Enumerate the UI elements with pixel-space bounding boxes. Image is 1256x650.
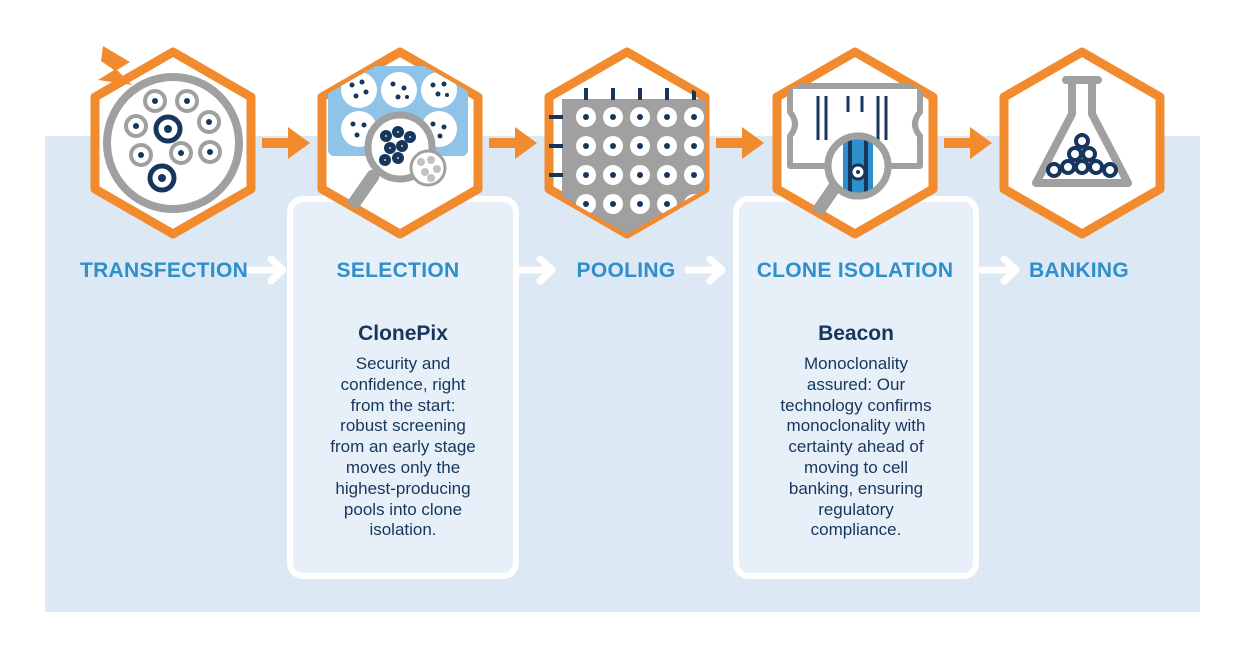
connector-arrow: [944, 127, 992, 159]
stage-label-clone-isolation: CLONE ISOLATION: [756, 259, 954, 282]
clonepix-title: ClonePix: [358, 322, 448, 345]
magnifier-over-chip-icon: [772, 47, 938, 239]
label-arrow: [978, 255, 1020, 285]
stage-label-pooling: POOLING: [576, 259, 676, 282]
stage-label-transfection: TRANSFECTION: [79, 259, 249, 282]
beacon-card: [733, 196, 979, 579]
label-arrow: [514, 255, 556, 285]
label-arrow: [684, 255, 726, 285]
flask-icon: [999, 47, 1165, 239]
connector-arrow: [489, 127, 537, 159]
lightning-bolt-icon: [98, 46, 132, 85]
connector-arrow: [716, 127, 764, 159]
connector-arrow: [262, 127, 310, 159]
stage-label-banking: BANKING: [1028, 259, 1130, 282]
stage-label-selection: SELECTION: [336, 259, 460, 282]
clonepix-card: [287, 196, 519, 579]
well-plate-icon: [544, 47, 710, 239]
magnifier-over-colonies-icon: [317, 47, 483, 239]
petri-dish-icon: [90, 46, 256, 239]
beacon-title: Beacon: [818, 322, 894, 345]
clonepix-description: Security and confidence, right from the …: [330, 354, 476, 540]
beacon-description: Monoclonality assured: Our technology co…: [780, 354, 932, 540]
label-arrow: [245, 255, 287, 285]
